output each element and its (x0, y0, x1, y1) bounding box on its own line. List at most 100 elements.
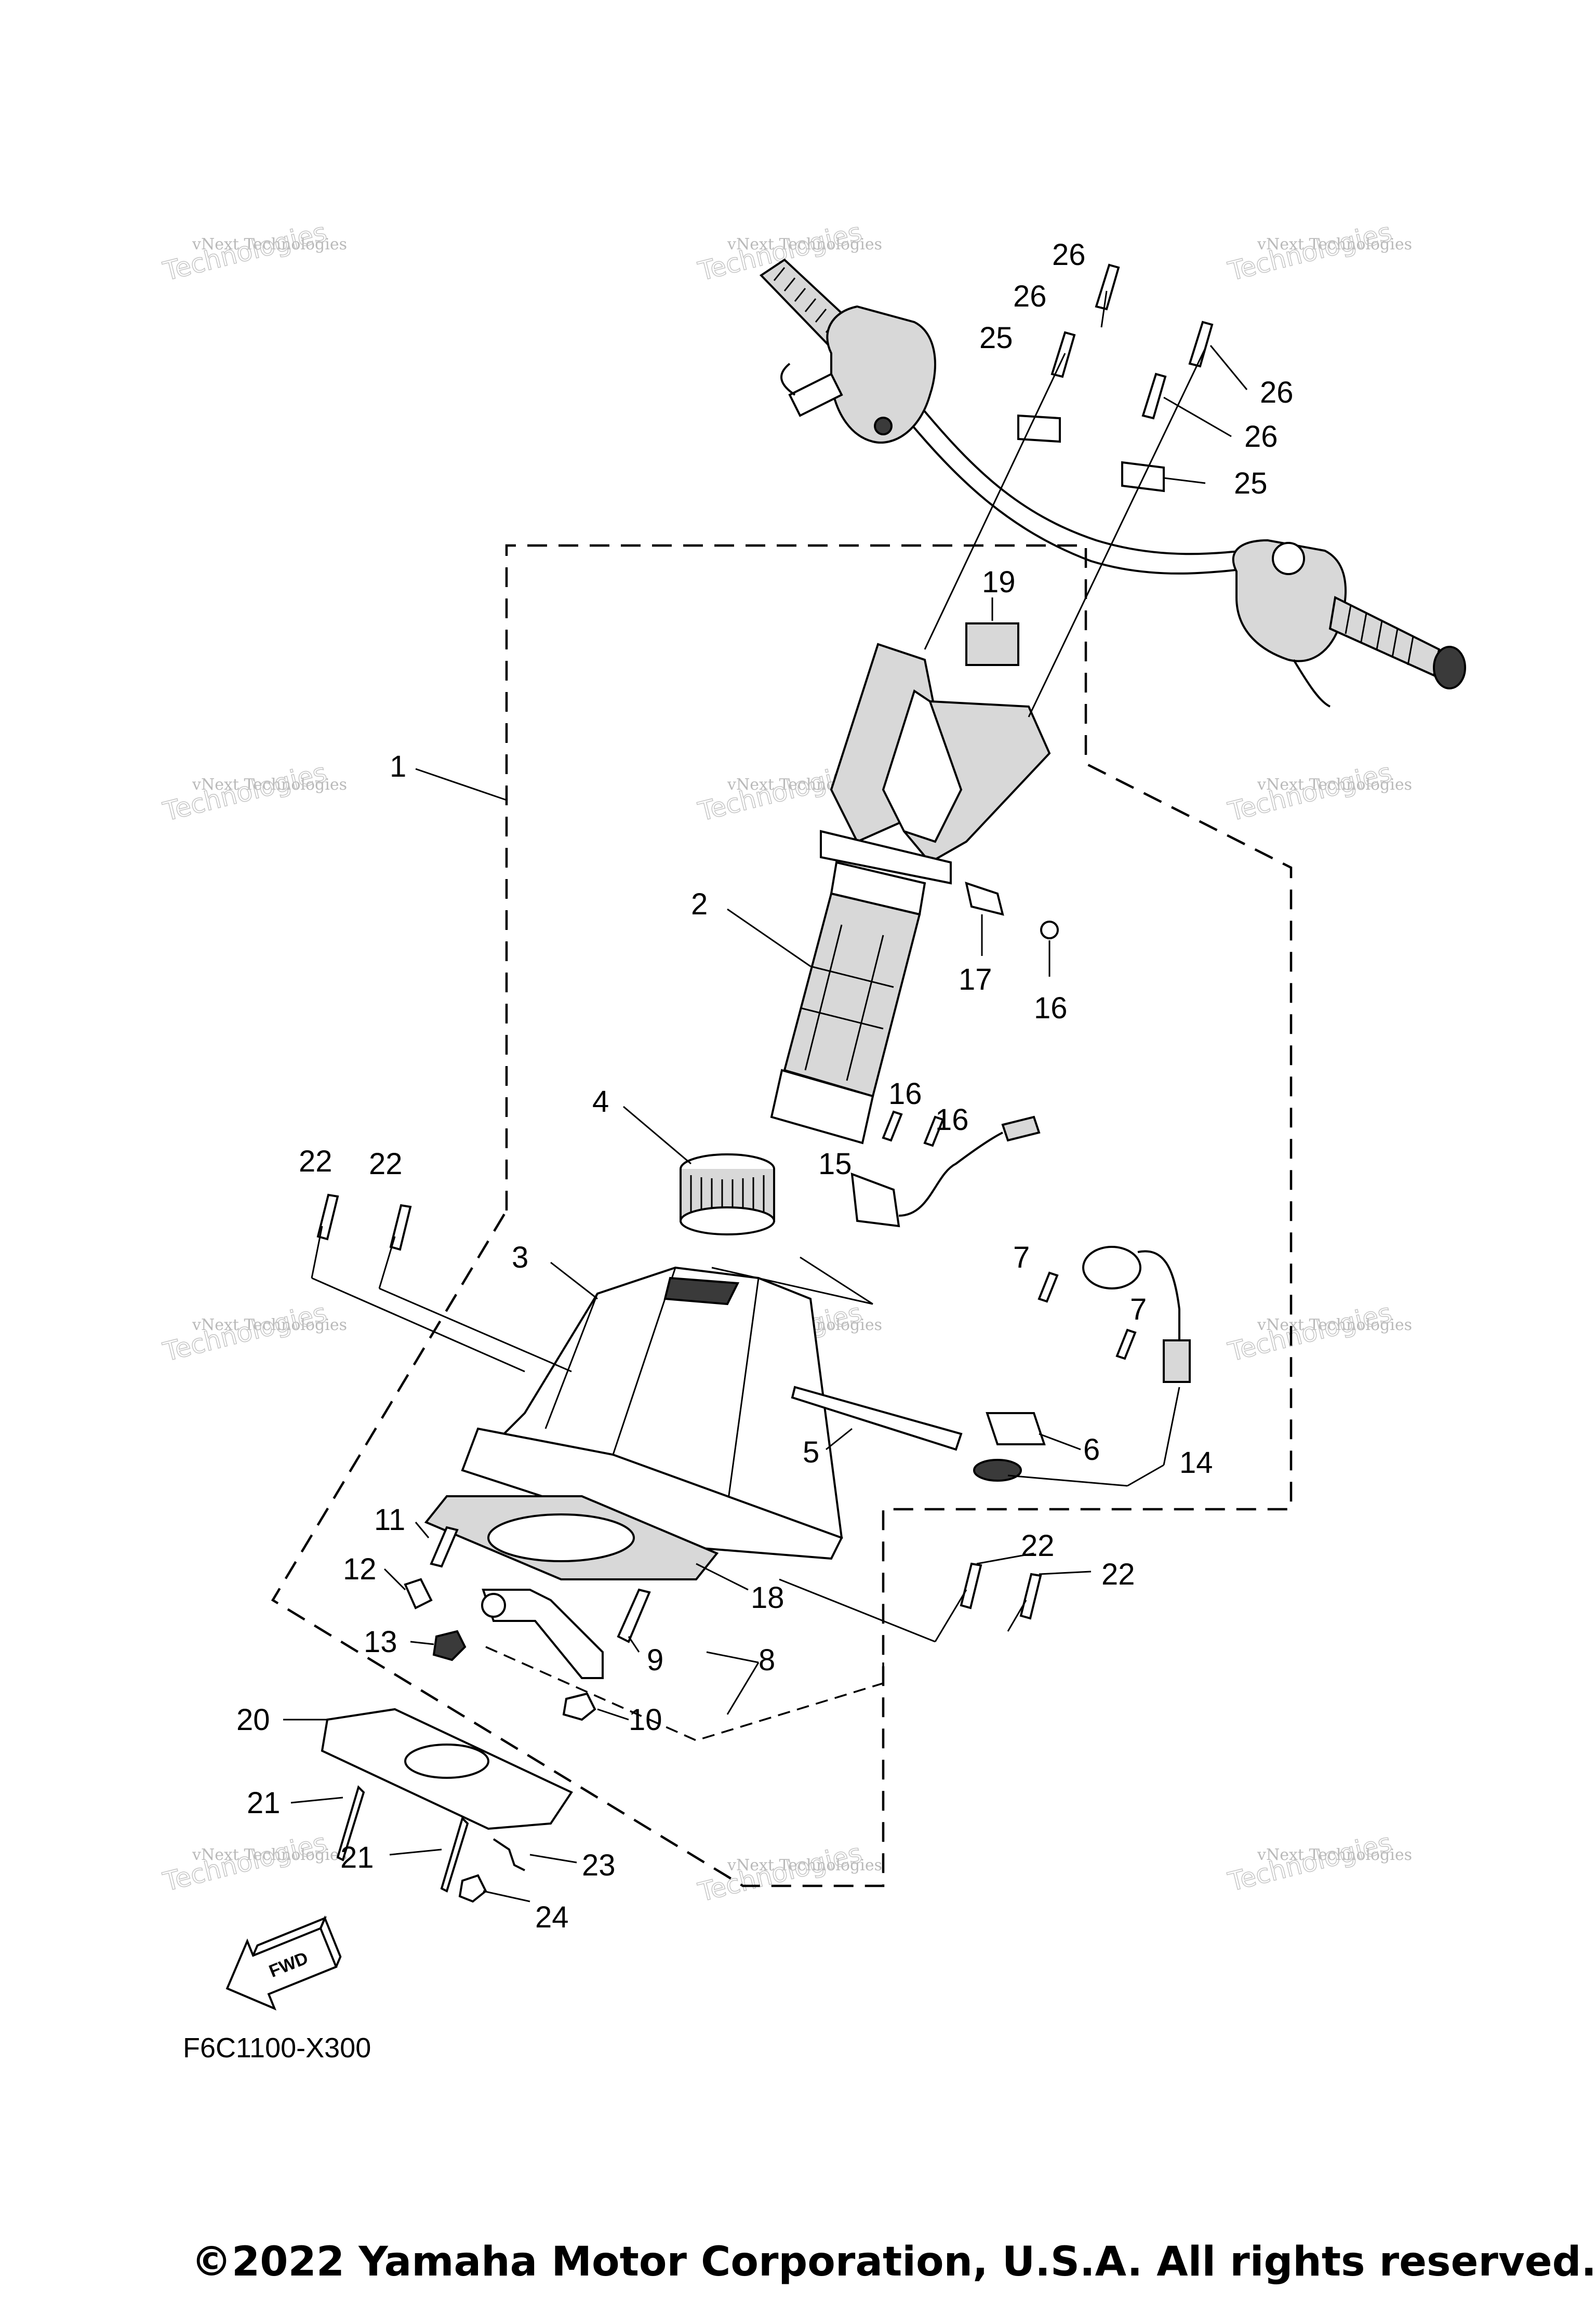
part-16-screw-b (882, 1110, 903, 1142)
callout-3: 3 (512, 1241, 528, 1274)
part-22-bolt-b (389, 1204, 412, 1251)
part-26-bolt-c (1188, 321, 1214, 368)
part-22-bolt-d (1019, 1573, 1042, 1620)
copyright-notice: ©2022 Yamaha Motor Corporation, U.S.A. A… (191, 2239, 1596, 2285)
svg-text:vNext Technologies: vNext Technologies (192, 776, 347, 794)
svg-text:vNext Technologies: vNext Technologies (192, 235, 347, 254)
part-23-clip (493, 1838, 525, 1871)
svg-text:Technologies: Technologies (160, 757, 330, 827)
callout-22a: 22 (299, 1145, 332, 1178)
part-22-bolt-a (316, 1193, 339, 1241)
part-26-bolt-a (1050, 331, 1076, 378)
callout-16a: 16 (1034, 991, 1068, 1025)
callout-6: 6 (1083, 1433, 1100, 1467)
callout-26c: 26 (1260, 376, 1294, 409)
fwd-arrow-icon: FWD (225, 1915, 342, 2011)
callout-26b: 26 (1013, 280, 1047, 313)
callout-13: 13 (364, 1625, 397, 1659)
part-11-bolt (430, 1526, 459, 1568)
callout-26d: 26 (1244, 420, 1278, 454)
svg-text:Technologies: Technologies (160, 217, 330, 287)
part-18-gasket (424, 1495, 719, 1580)
part-21-rivet-a (336, 1785, 365, 1861)
svg-text:Technologies: Technologies (1225, 1828, 1395, 1897)
svg-text:vNext Technologies: vNext Technologies (1257, 235, 1412, 254)
svg-text:vNext Technologies: vNext Technologies (727, 1856, 882, 1874)
callout-21b: 21 (340, 1841, 374, 1874)
part-7-screw-a (1038, 1271, 1059, 1303)
callout-16b: 16 (888, 1077, 922, 1111)
svg-text:vNext Technologies: vNext Technologies (727, 235, 882, 254)
diagram-code: F6C1100-X300 (183, 2032, 371, 2064)
callout-25a: 25 (979, 321, 1013, 355)
callout-7a: 7 (1013, 1241, 1030, 1274)
callout-2: 2 (691, 887, 708, 921)
part-10-nut (562, 1692, 596, 1721)
callout-22c: 22 (1021, 1529, 1055, 1563)
part-15-sensor (850, 1172, 900, 1228)
callout-5: 5 (803, 1435, 819, 1469)
bolts (316, 263, 1214, 1620)
callouts: 1 2 3 4 5 6 7 7 8 9 10 11 12 13 14 15 16… (236, 238, 1294, 1934)
callout-15: 15 (818, 1147, 852, 1181)
assembly-boundary (271, 544, 1293, 1887)
part-3-housing (461, 1266, 843, 1560)
part-4-bushing (680, 1153, 775, 1235)
callout-12: 12 (343, 1552, 377, 1586)
svg-text:Technologies: Technologies (1225, 217, 1395, 287)
part-14-switch (1082, 1246, 1141, 1289)
callout-7b: 7 (1130, 1293, 1147, 1326)
svg-text:vNext Technologies: vNext Technologies (1257, 1846, 1412, 1864)
svg-text:Technologies: Technologies (1225, 1298, 1395, 1367)
callout-14: 14 (1179, 1446, 1213, 1480)
part-16-screw-c (923, 1115, 945, 1147)
svg-text:Technologies: Technologies (160, 1298, 330, 1367)
callout-16c: 16 (935, 1103, 969, 1137)
part-22-bolt-c (960, 1562, 982, 1609)
small-parts (791, 881, 1191, 1482)
callout-17: 17 (959, 963, 992, 996)
part-21-rivet-b (440, 1816, 469, 1893)
callout-23: 23 (582, 1848, 616, 1882)
callout-24: 24 (535, 1900, 569, 1934)
part-8-bracket (404, 1526, 651, 1721)
callout-9: 9 (647, 1643, 663, 1677)
svg-text:vNext Technologies: vNext Technologies (1257, 1316, 1412, 1334)
part-25-clamp-a (1017, 414, 1061, 443)
svg-text:vNext Technologies: vNext Technologies (192, 1316, 347, 1334)
callout-11: 11 (374, 1503, 405, 1537)
svg-text:vNext Technologies: vNext Technologies (1257, 776, 1412, 794)
part-26-bolt-b (1095, 263, 1120, 311)
callout-25b: 25 (1234, 467, 1268, 500)
part-20-plate (321, 1708, 573, 1903)
part-16-screw-a (1040, 921, 1059, 939)
right-grip-assembly (1232, 539, 1466, 708)
svg-text:vNext Technologies: vNext Technologies (192, 1846, 347, 1864)
callout-22b: 22 (369, 1147, 403, 1181)
steering-column-upper (770, 643, 1051, 1145)
part-7-screw-b (1115, 1328, 1137, 1360)
part-5-cable-tie (791, 1386, 963, 1451)
part-9-bolt (617, 1588, 651, 1643)
left-grip-assembly (759, 258, 936, 444)
callout-22d: 22 (1101, 1558, 1135, 1591)
part-6-bracket (986, 1412, 1046, 1445)
callout-18: 18 (751, 1581, 784, 1615)
assembly-lines (311, 290, 1206, 1643)
callout-8: 8 (759, 1643, 775, 1677)
part-24-screw (458, 1874, 487, 1903)
callout-1: 1 (390, 750, 406, 783)
part-19-pad (965, 622, 1019, 666)
part-12-clip (404, 1578, 433, 1609)
callout-4: 4 (592, 1085, 609, 1119)
callout-19: 19 (982, 565, 1016, 599)
callout-10: 10 (629, 1703, 662, 1737)
